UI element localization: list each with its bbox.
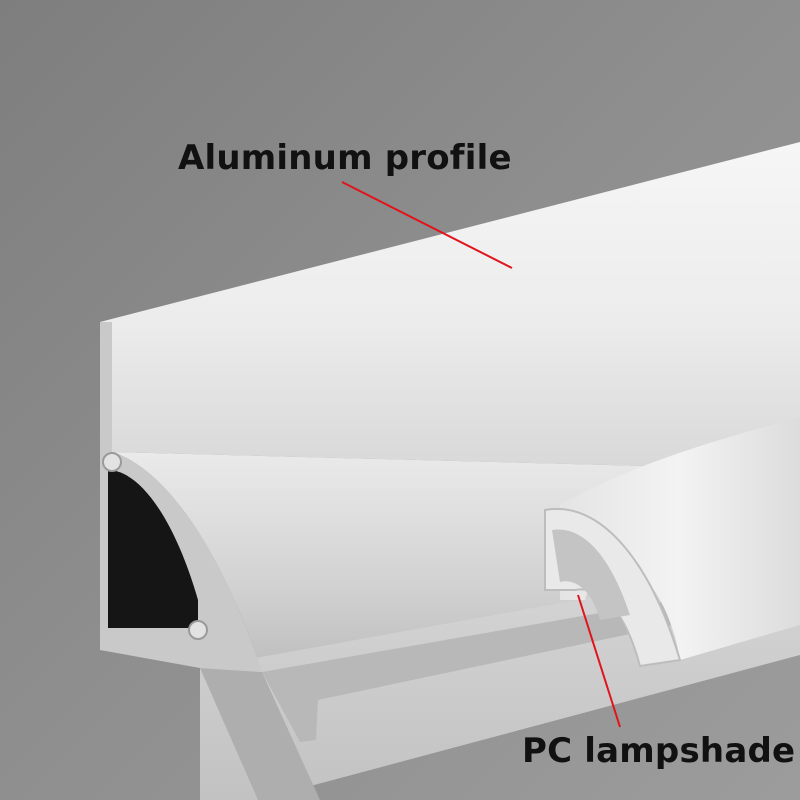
profile-screw-channel-top	[102, 452, 122, 472]
profile-screw-channel-bottom	[188, 620, 208, 640]
pc-lampshade	[560, 418, 800, 660]
pc-lampshade-leader-line	[577, 594, 621, 728]
profile-base-front-edge	[200, 668, 320, 800]
profile-dark-cavity	[108, 470, 198, 628]
pc-lampshade-inner-shadow	[552, 529, 630, 620]
aluminum-profile-label: Aluminum profile	[178, 138, 512, 178]
aluminum-profile-leader-line	[341, 181, 513, 269]
pc-lampshade-label: PC lampshade	[522, 731, 796, 771]
profile-back-wall	[100, 142, 800, 470]
